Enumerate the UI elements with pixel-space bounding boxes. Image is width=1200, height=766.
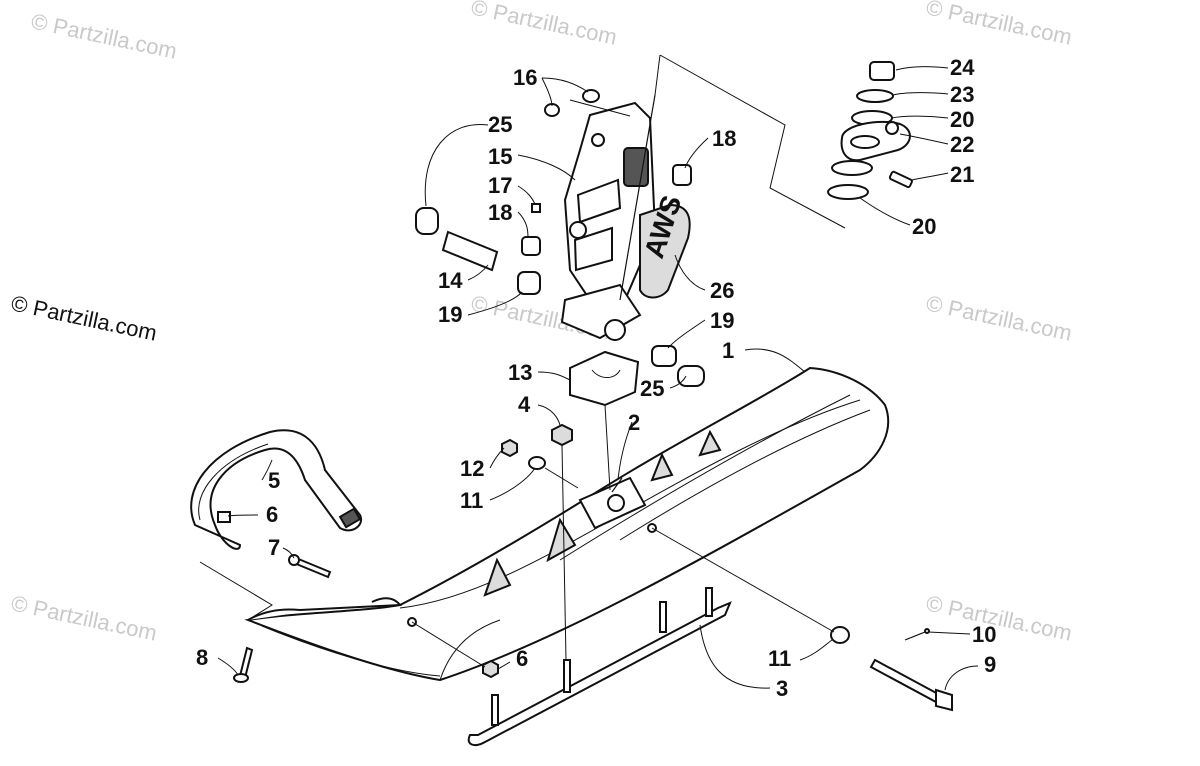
spindle-mount-block [569,350,640,407]
callout-10: 10 [972,622,996,647]
callout-labels: 16 25 15 17 18 14 19 18 26 19 25 1 13 4 … [196,55,996,701]
callout-15: 15 [488,144,512,169]
callout-18-left: 18 [488,200,512,225]
callout-22: 22 [950,132,974,157]
callout-17: 17 [488,173,512,198]
callout-8: 8 [196,645,208,670]
callout-14: 14 [438,268,463,293]
watermark-top-center: © Partzilla.com [469,0,619,50]
watermark-top-right: © Partzilla.com [924,0,1074,50]
callout-11-lower: 11 [768,646,791,671]
callout-21: 21 [950,162,974,187]
watermark-bottom-right: © Partzilla.com [924,590,1074,645]
ski-body [244,366,890,682]
callout-19-right: 19 [710,308,734,333]
wear-bar [467,587,732,747]
callout-7: 7 [268,535,280,560]
callout-6-upper: 6 [266,502,278,527]
callout-25-right: 25 [640,376,664,401]
ski-loop-handle [190,429,363,550]
callout-20-upper: 20 [950,107,974,132]
callout-26: 26 [710,278,734,303]
callout-23: 23 [950,82,974,107]
callout-18-right: 18 [712,126,736,151]
watermark-top-left: © Partzilla.com [29,8,179,63]
bushings [415,89,705,387]
callout-25-left: 25 [488,112,512,137]
watermark-bottom-left: © Partzilla.com [9,590,159,645]
callout-6-lower: 6 [516,646,528,671]
hardware [233,423,953,712]
spindle [560,94,657,341]
watermark-middle-right: © Partzilla.com [924,290,1074,345]
callout-1: 1 [722,338,734,363]
callout-20-lower: 20 [912,214,936,239]
callout-16: 16 [513,65,537,90]
callout-9: 9 [984,652,996,677]
watermark-main: © Partzilla.com [9,290,159,345]
callout-5: 5 [268,468,280,493]
callout-4: 4 [518,392,531,417]
steering-arm-clamp [827,61,913,200]
callout-19-left: 19 [438,302,462,327]
leader-lines [199,54,979,691]
callout-11-upper: 11 [460,488,483,513]
callout-12: 12 [460,456,484,481]
callout-2: 2 [628,410,640,435]
callout-3: 3 [776,676,788,701]
callout-13: 13 [508,360,532,385]
callout-24: 24 [950,55,975,80]
